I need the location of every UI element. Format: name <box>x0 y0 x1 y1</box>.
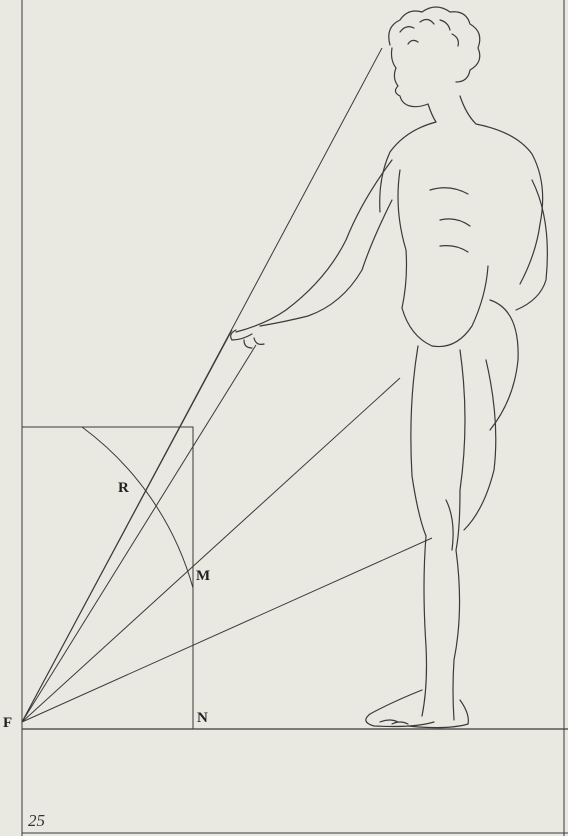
plate-number: 25 <box>28 812 45 829</box>
point-label-m: M <box>196 569 211 584</box>
point-label-r: R <box>118 481 129 496</box>
point-label-n: N <box>197 711 208 726</box>
quarter-arc <box>82 427 193 588</box>
point-label-f: F <box>3 716 13 731</box>
ray-to-groin <box>22 378 400 722</box>
ray-to-knee <box>22 538 432 722</box>
ray-to-hand <box>22 330 232 722</box>
standing-figure <box>231 7 548 728</box>
ray-to-hip <box>22 345 256 722</box>
